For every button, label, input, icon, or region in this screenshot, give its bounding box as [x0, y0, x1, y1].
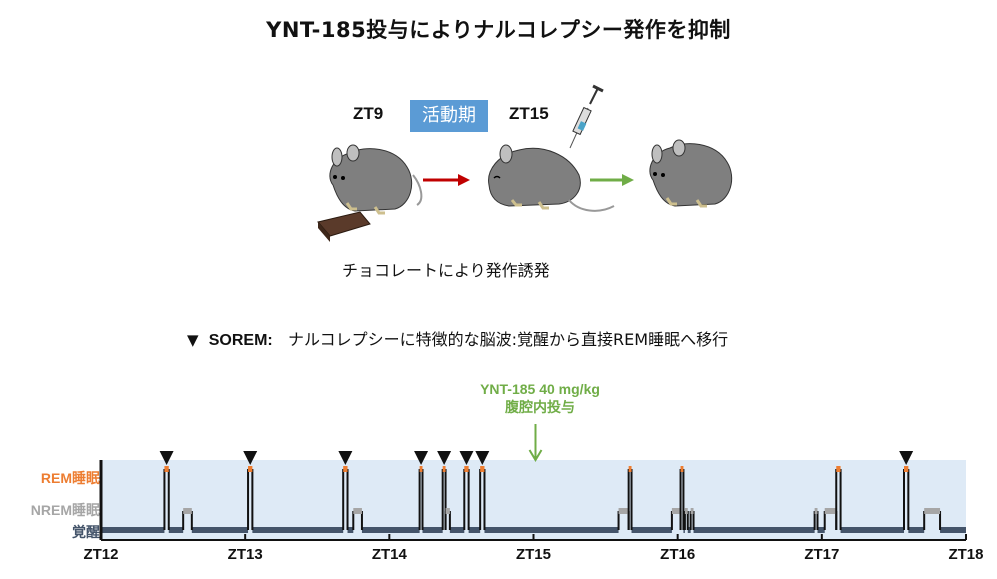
mouse-icon — [329, 144, 423, 215]
injection-time-label: ZT15 — [509, 104, 549, 123]
active-phase-badge: 活動期 — [410, 100, 488, 132]
arrow-right-icon — [423, 174, 470, 186]
sorem-marker-icon: ▼ — [187, 331, 199, 349]
wake-segment — [484, 527, 619, 533]
rem-episode — [836, 466, 841, 472]
nrem-episode — [924, 508, 941, 514]
page-title: YNT-185投与によりナルコレプシー発作を抑制 — [266, 18, 731, 42]
rem-episode — [343, 466, 348, 472]
nrem-episode — [671, 508, 681, 514]
wake-segment — [687, 527, 691, 533]
sorem-marker — [459, 451, 474, 465]
wake-segment — [908, 527, 925, 533]
nrem-episode — [445, 508, 450, 514]
arrow-down-icon — [528, 449, 543, 462]
wake-segment — [347, 527, 354, 533]
chocolate-icon — [317, 211, 371, 242]
sorem-marker — [243, 451, 258, 465]
wake-segment — [468, 527, 481, 533]
plot-background — [101, 460, 966, 540]
nrem-episode — [183, 508, 192, 514]
wake-segment — [840, 527, 905, 533]
x-tick-label: ZT15 — [516, 546, 551, 563]
level-label-wake: 覚醒 — [72, 524, 100, 540]
x-tick-label: ZT17 — [804, 546, 839, 563]
wake-segment — [693, 527, 815, 533]
x-tick-label: ZT13 — [228, 546, 263, 563]
sorem-marker — [899, 451, 914, 465]
wake-segment — [191, 527, 249, 533]
rem-episode — [628, 466, 632, 472]
nrem-episode — [618, 508, 629, 514]
nrem-episode — [824, 508, 837, 514]
rem-episode — [680, 466, 684, 472]
start-time-label: ZT9 — [353, 104, 384, 123]
drug-dose-label: YNT-185 40 mg/kg — [480, 381, 600, 397]
nrem-episode — [814, 508, 818, 514]
nrem-episode — [690, 508, 694, 514]
sorem-description: ナルコレプシーに特徴的な脳波:覚醒から直接REM睡眠へ移行 — [287, 330, 729, 349]
wake-segment — [631, 527, 672, 533]
nrem-episode — [684, 508, 688, 514]
sorem-term: SOREM: — [208, 332, 273, 349]
drug-annotation: YNT-185 40 mg/kg 腹腔内投与 — [440, 380, 640, 416]
rem-episode — [442, 466, 446, 472]
sorem-marker — [475, 451, 490, 465]
level-label-rem: REM睡眠 — [40, 470, 100, 486]
sorem-marker — [159, 451, 174, 465]
wake-segment — [361, 527, 420, 533]
wake-segment — [422, 527, 443, 533]
mouse-icon — [649, 139, 733, 208]
x-tick-label: ZT14 — [372, 546, 408, 563]
rem-episode — [164, 466, 169, 472]
mouse-icon — [488, 144, 615, 212]
sorem-marker — [437, 451, 452, 465]
sorem-legend: ▼ SOREM: ナルコレプシーに特徴的な脳波:覚醒から直接REM睡眠へ移行 — [187, 326, 728, 350]
rem-episode — [464, 466, 469, 472]
drug-route-label: 腹腔内投与 — [505, 399, 575, 415]
rem-episode — [480, 466, 485, 472]
syringe-icon — [569, 84, 604, 149]
arrow-right-icon — [590, 174, 634, 186]
x-tick-label: ZT16 — [660, 546, 695, 563]
wake-segment — [817, 527, 825, 533]
rem-episode — [419, 466, 423, 472]
rem-episode — [248, 466, 253, 472]
wake-segment — [101, 527, 165, 533]
level-label-nrem: NREM睡眠 — [30, 502, 100, 518]
wake-segment — [252, 527, 344, 533]
x-tick-label: ZT18 — [948, 546, 983, 563]
chocolate-caption: チョコレートにより発作誘発 — [342, 261, 550, 280]
wake-segment — [940, 527, 966, 533]
sorem-marker — [414, 451, 429, 465]
wake-segment — [168, 527, 184, 533]
x-tick-label: ZT12 — [83, 546, 118, 563]
rem-episode — [904, 466, 909, 472]
protocol-illustration — [317, 84, 733, 242]
wake-segment — [449, 527, 465, 533]
sorem-marker — [338, 451, 353, 465]
nrem-episode — [353, 508, 362, 514]
